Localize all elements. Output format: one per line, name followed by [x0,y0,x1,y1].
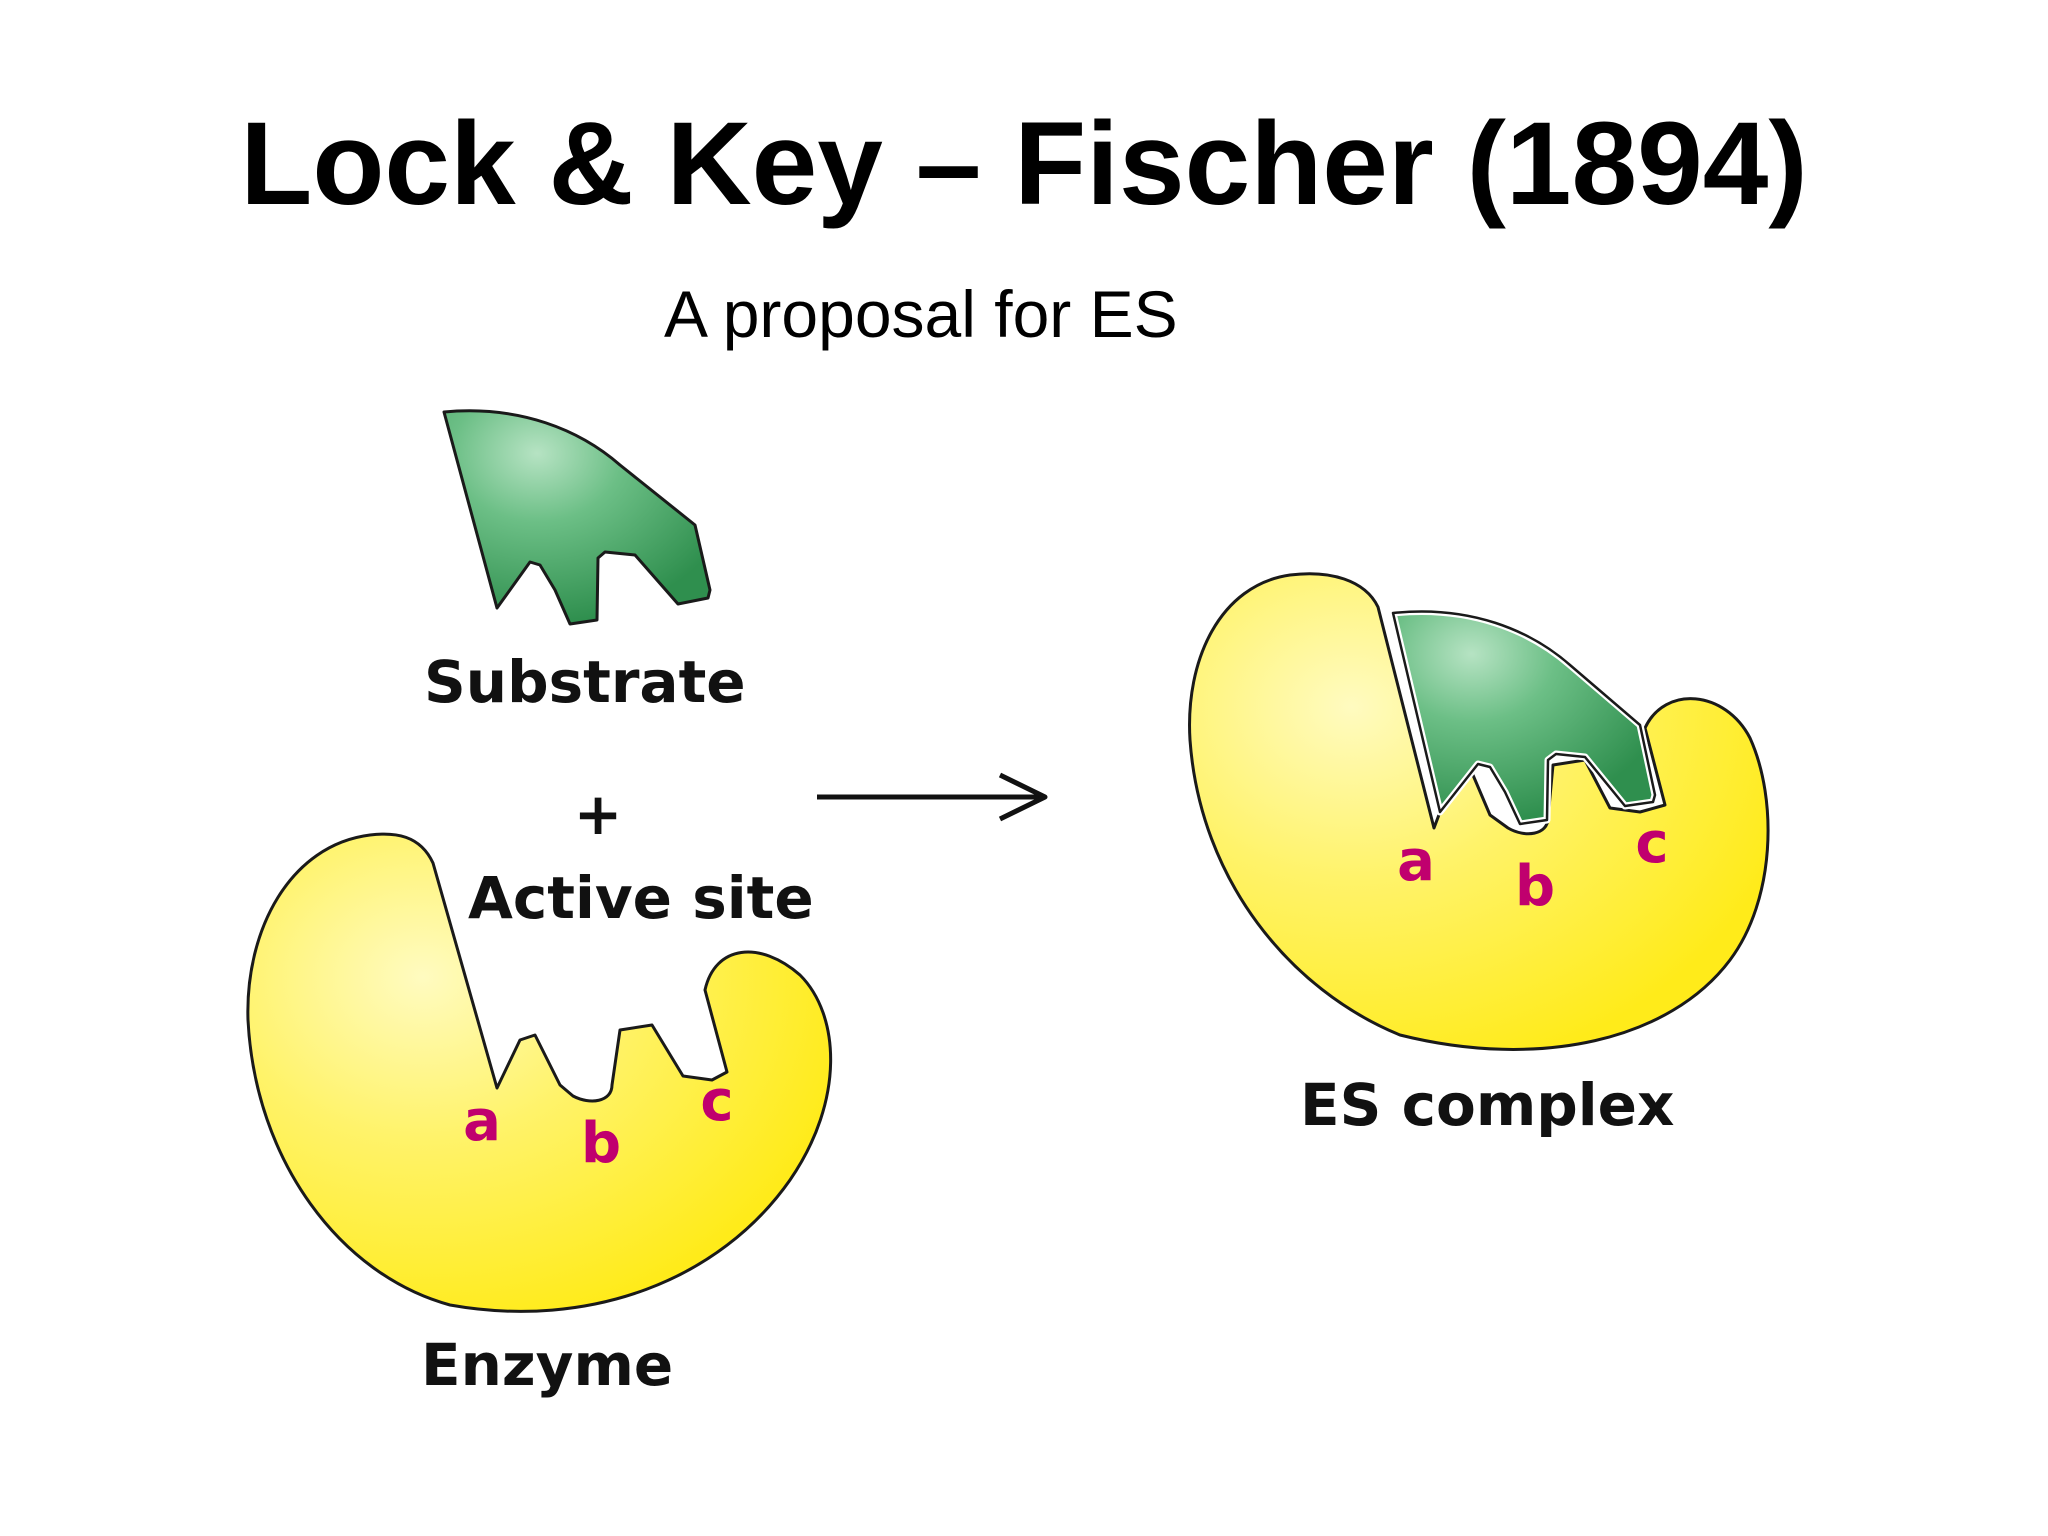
slide-title: Lock & Key – Fischer (1894) [240,98,1808,230]
complex-site-b: b [1515,854,1555,919]
substrate-shape [442,409,712,626]
es-complex-label: ES complex [1300,1071,1674,1139]
active-site-label: Active site [468,864,814,932]
enzyme-site-a: a [463,1089,501,1154]
slide-subtitle: A proposal for ES [664,277,1178,351]
complex-site-a: a [1397,829,1435,894]
enzyme-site-c: c [700,1069,733,1134]
plus-sign: + [574,780,623,848]
substrate-label: Substrate [424,648,746,716]
enzyme-site-b: b [581,1111,621,1176]
right-arrow-icon [817,772,1048,822]
es-complex-substrate-shape [1389,608,1659,828]
complex-site-c: c [1635,811,1668,876]
enzyme-label: Enzyme [421,1331,673,1399]
es-complex-enzyme-shape [1188,572,1770,1051]
enzyme-shape [246,832,833,1313]
